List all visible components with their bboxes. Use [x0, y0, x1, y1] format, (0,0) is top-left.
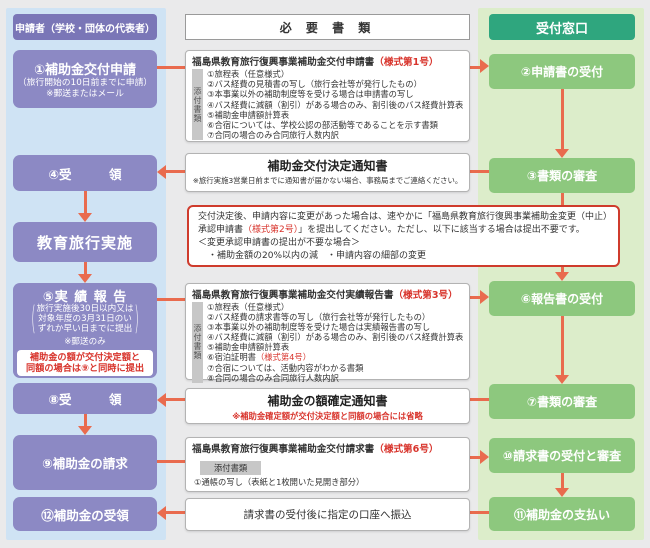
doc-item: ④バス経費に減額（割引）がある場合のみ、割引後のバス経費計算表	[207, 99, 464, 110]
connector-doc2-to-step4	[166, 170, 185, 173]
arrow-right-icon	[480, 450, 489, 464]
arrow-down-icon	[78, 274, 92, 283]
doc2-title: 補助金交付決定通知書	[267, 159, 388, 173]
step10-invoice-reception-review: ⑩請求書の受付と審査	[489, 438, 635, 473]
doc-item: ⑦合同の場合のみ合同旅行人数内訳	[207, 130, 339, 141]
arrow-down-icon	[78, 213, 92, 222]
doc5-title: 福島県教育旅行復興事業補助金交付請求書（様式第6号）	[192, 444, 439, 455]
step7-document-review: ⑦書類の審査	[489, 384, 635, 419]
doc2-note: ※旅行実施3営業日前までに通知書が届かない場合、事務局までご連絡ください。	[192, 176, 463, 185]
step1-title: ①補助金交付申請	[33, 62, 136, 78]
alert-exceptions: ・補助金額の20%以内の減 ・申請内容の細部の変更	[208, 251, 427, 261]
doc-item: ①旅程表（任意様式）	[207, 69, 290, 79]
doc-item: ⑤補助金申請額計算表	[207, 342, 290, 353]
attachments-label: 添付書類	[200, 461, 262, 475]
step12-subsidy-receipt: ⑫補助金の受領	[13, 497, 157, 531]
step9-subsidy-claim: ⑨補助金の請求	[13, 435, 157, 490]
connector-step3-to-doc2	[470, 170, 489, 173]
attachments-vertical-label: 添付書類	[192, 302, 203, 383]
open-paren: (	[31, 299, 36, 338]
change-application-alert-box: 交付決定後、申請内容に変更があった場合は、速やかに「福島県教育旅行復興事業補助金…	[187, 205, 620, 267]
step4-receipt: ④受 領	[13, 155, 157, 191]
doc4-title: 補助金の額確定通知書	[267, 394, 388, 408]
connector-doc5-to-step10	[470, 456, 481, 459]
step6-report-reception: ⑥報告書の受付	[489, 281, 635, 316]
connector-step2-to-step3	[561, 89, 564, 150]
step3-document-review: ③書類の審査	[489, 158, 635, 193]
required-documents-header: 必 要 書 類	[185, 14, 470, 40]
doc-item: ④バス経費に減額（割引）がある場合のみ、割引後のバス経費計算表	[207, 332, 464, 343]
reception-column-header: 受付窓口	[489, 14, 635, 40]
arrow-left-icon	[157, 393, 166, 407]
doc-item: ⑥合宿については、学校公認の部活動等であることを示す書類	[207, 120, 438, 131]
alert-subheading: ＜変更承認申請書の提出が不要な場合＞	[198, 238, 361, 248]
doc-box-amount-confirmation-notice: 補助金の額確定通知書 ※補助金確定額が交付決定額と同額の場合には省略	[185, 388, 470, 424]
doc-item: ②バス経費の見積書の写し（旅行会社等が発行したもの）	[207, 79, 422, 90]
doc-item: ⑥宿泊証明書（様式第4号）	[207, 352, 311, 363]
step5-deadline: ( 旅行実施後30日以内又は対象年度の3月31日のいずれか早い日までに提出 )	[31, 299, 139, 338]
arrow-down-icon	[555, 272, 569, 281]
step11-subsidy-payment: ⑪補助金の支払い	[489, 497, 635, 531]
connector-doc4-to-step8	[166, 398, 185, 401]
close-paren: )	[134, 299, 139, 338]
doc1-attachment-list: ①旅程表（任意様式） ②バス経費の見積書の写し（旅行会社等が発行したもの） ③本…	[207, 69, 463, 140]
doc1-title: 福島県教育旅行復興事業補助金交付申請書（様式第1号）	[192, 57, 439, 68]
doc-item: ⑤補助金申請額計算表	[207, 109, 290, 120]
connector-step11-to-doc6	[470, 511, 489, 514]
doc-item: ③本事業以外の補助制度等を受けた場合は実績報告書の写し	[207, 322, 431, 333]
step8-receipt: ⑧受 領	[13, 383, 157, 414]
connector-step8-to-step9	[84, 414, 87, 427]
doc-item: ⑦合宿については、活動内容がわかる書類	[207, 362, 364, 373]
doc-box-performance-report-form: 福島県教育旅行復興事業補助金交付実績報告書（様式第3号） 添付書類 ①旅程表（任…	[185, 283, 470, 383]
step2-application-reception: ②申請書の受付	[489, 54, 635, 89]
step1-grant-application: ①補助金交付申請 （旅行開始の10日前までに申請） ※郵送またはメール	[13, 50, 157, 108]
connector-step1-to-doc1	[157, 66, 185, 69]
connector-trip-to-step5	[84, 262, 87, 275]
step5-title: ⑤実 績 報 告	[42, 290, 128, 305]
step1-deadline: （旅行開始の10日前までに申請）	[17, 77, 153, 88]
connector-step10-to-step11	[561, 473, 564, 489]
arrow-left-icon	[157, 506, 166, 520]
attachments-vertical-label: 添付書類	[192, 69, 203, 141]
arrow-right-icon	[480, 290, 489, 304]
doc-item: ⑧合同の場合のみ合同旅行人数内訳	[207, 372, 339, 383]
step5-method: ※郵送のみ	[64, 337, 106, 348]
arrow-right-icon	[480, 59, 489, 73]
form-number: （様式第2号）	[243, 225, 299, 235]
connector-step4-to-trip	[84, 191, 87, 214]
form-number: （様式第1号）	[374, 57, 439, 68]
doc-box-bank-transfer: 請求書の受付後に指定の口座へ振込	[185, 498, 470, 531]
connector-step7-to-doc4	[470, 398, 489, 401]
form-number: （様式第3号）	[393, 290, 458, 301]
doc-box-grant-decision-notice: 補助金交付決定通知書 ※旅行実施3営業日前までに通知書が届かない場合、事務局まで…	[185, 153, 470, 192]
doc-item: ①通帳の写し（表紙と1枚開いた見開き部分）	[194, 477, 365, 487]
doc-box-invoice-form: 福島県教育旅行復興事業補助金交付請求書（様式第6号） 添付書類 ①通帳の写し（表…	[185, 437, 470, 492]
doc3-title: 福島県教育旅行復興事業補助金交付実績報告書（様式第3号）	[192, 290, 458, 301]
applicant-column-header: 申請者（学校・団体の代表者）	[13, 14, 157, 40]
connector-doc6-to-step12	[166, 511, 185, 514]
doc4-note: ※補助金確定額が交付決定額と同額の場合には省略	[232, 411, 423, 421]
doc-item: ①旅程表（任意様式）	[207, 302, 290, 312]
doc-item: ②バス経費の請求書等の写し（旅行会社等が発行したもの）	[207, 312, 431, 323]
connector-doc1-to-step2	[470, 66, 481, 69]
connector-doc3-to-step6	[470, 296, 481, 299]
arrow-down-icon	[555, 149, 569, 158]
form-number: （様式第6号）	[374, 444, 439, 455]
step5-red-note: 補助金の額が交付決定額と 同額の場合は⑨と同時に提出	[17, 350, 153, 377]
connector-step6-to-step7	[561, 316, 564, 376]
doc-item: ③本事業以外の補助制度等を受ける場合は申請書の写し	[207, 89, 414, 100]
arrow-down-icon	[555, 488, 569, 497]
educational-trip-box: 教育旅行実施	[13, 222, 157, 262]
connector-step9-to-doc5	[157, 460, 185, 463]
arrow-down-icon	[555, 375, 569, 384]
doc-box-application-form: 福島県教育旅行復興事業補助金交付申請書（様式第1号） 添付書類 ①旅程表（任意様…	[185, 50, 470, 142]
arrow-down-icon	[78, 426, 92, 435]
connector-step5-to-doc3	[157, 298, 185, 301]
arrow-left-icon	[157, 165, 166, 179]
step1-method: ※郵送またはメール	[46, 88, 124, 99]
step5-performance-report: ⑤実 績 報 告 ( 旅行実施後30日以内又は対象年度の3月31日のいずれか早い…	[13, 283, 157, 378]
doc3-attachment-list: ①旅程表（任意様式） ②バス経費の請求書等の写し（旅行会社等が発行したもの） ③…	[207, 302, 463, 383]
